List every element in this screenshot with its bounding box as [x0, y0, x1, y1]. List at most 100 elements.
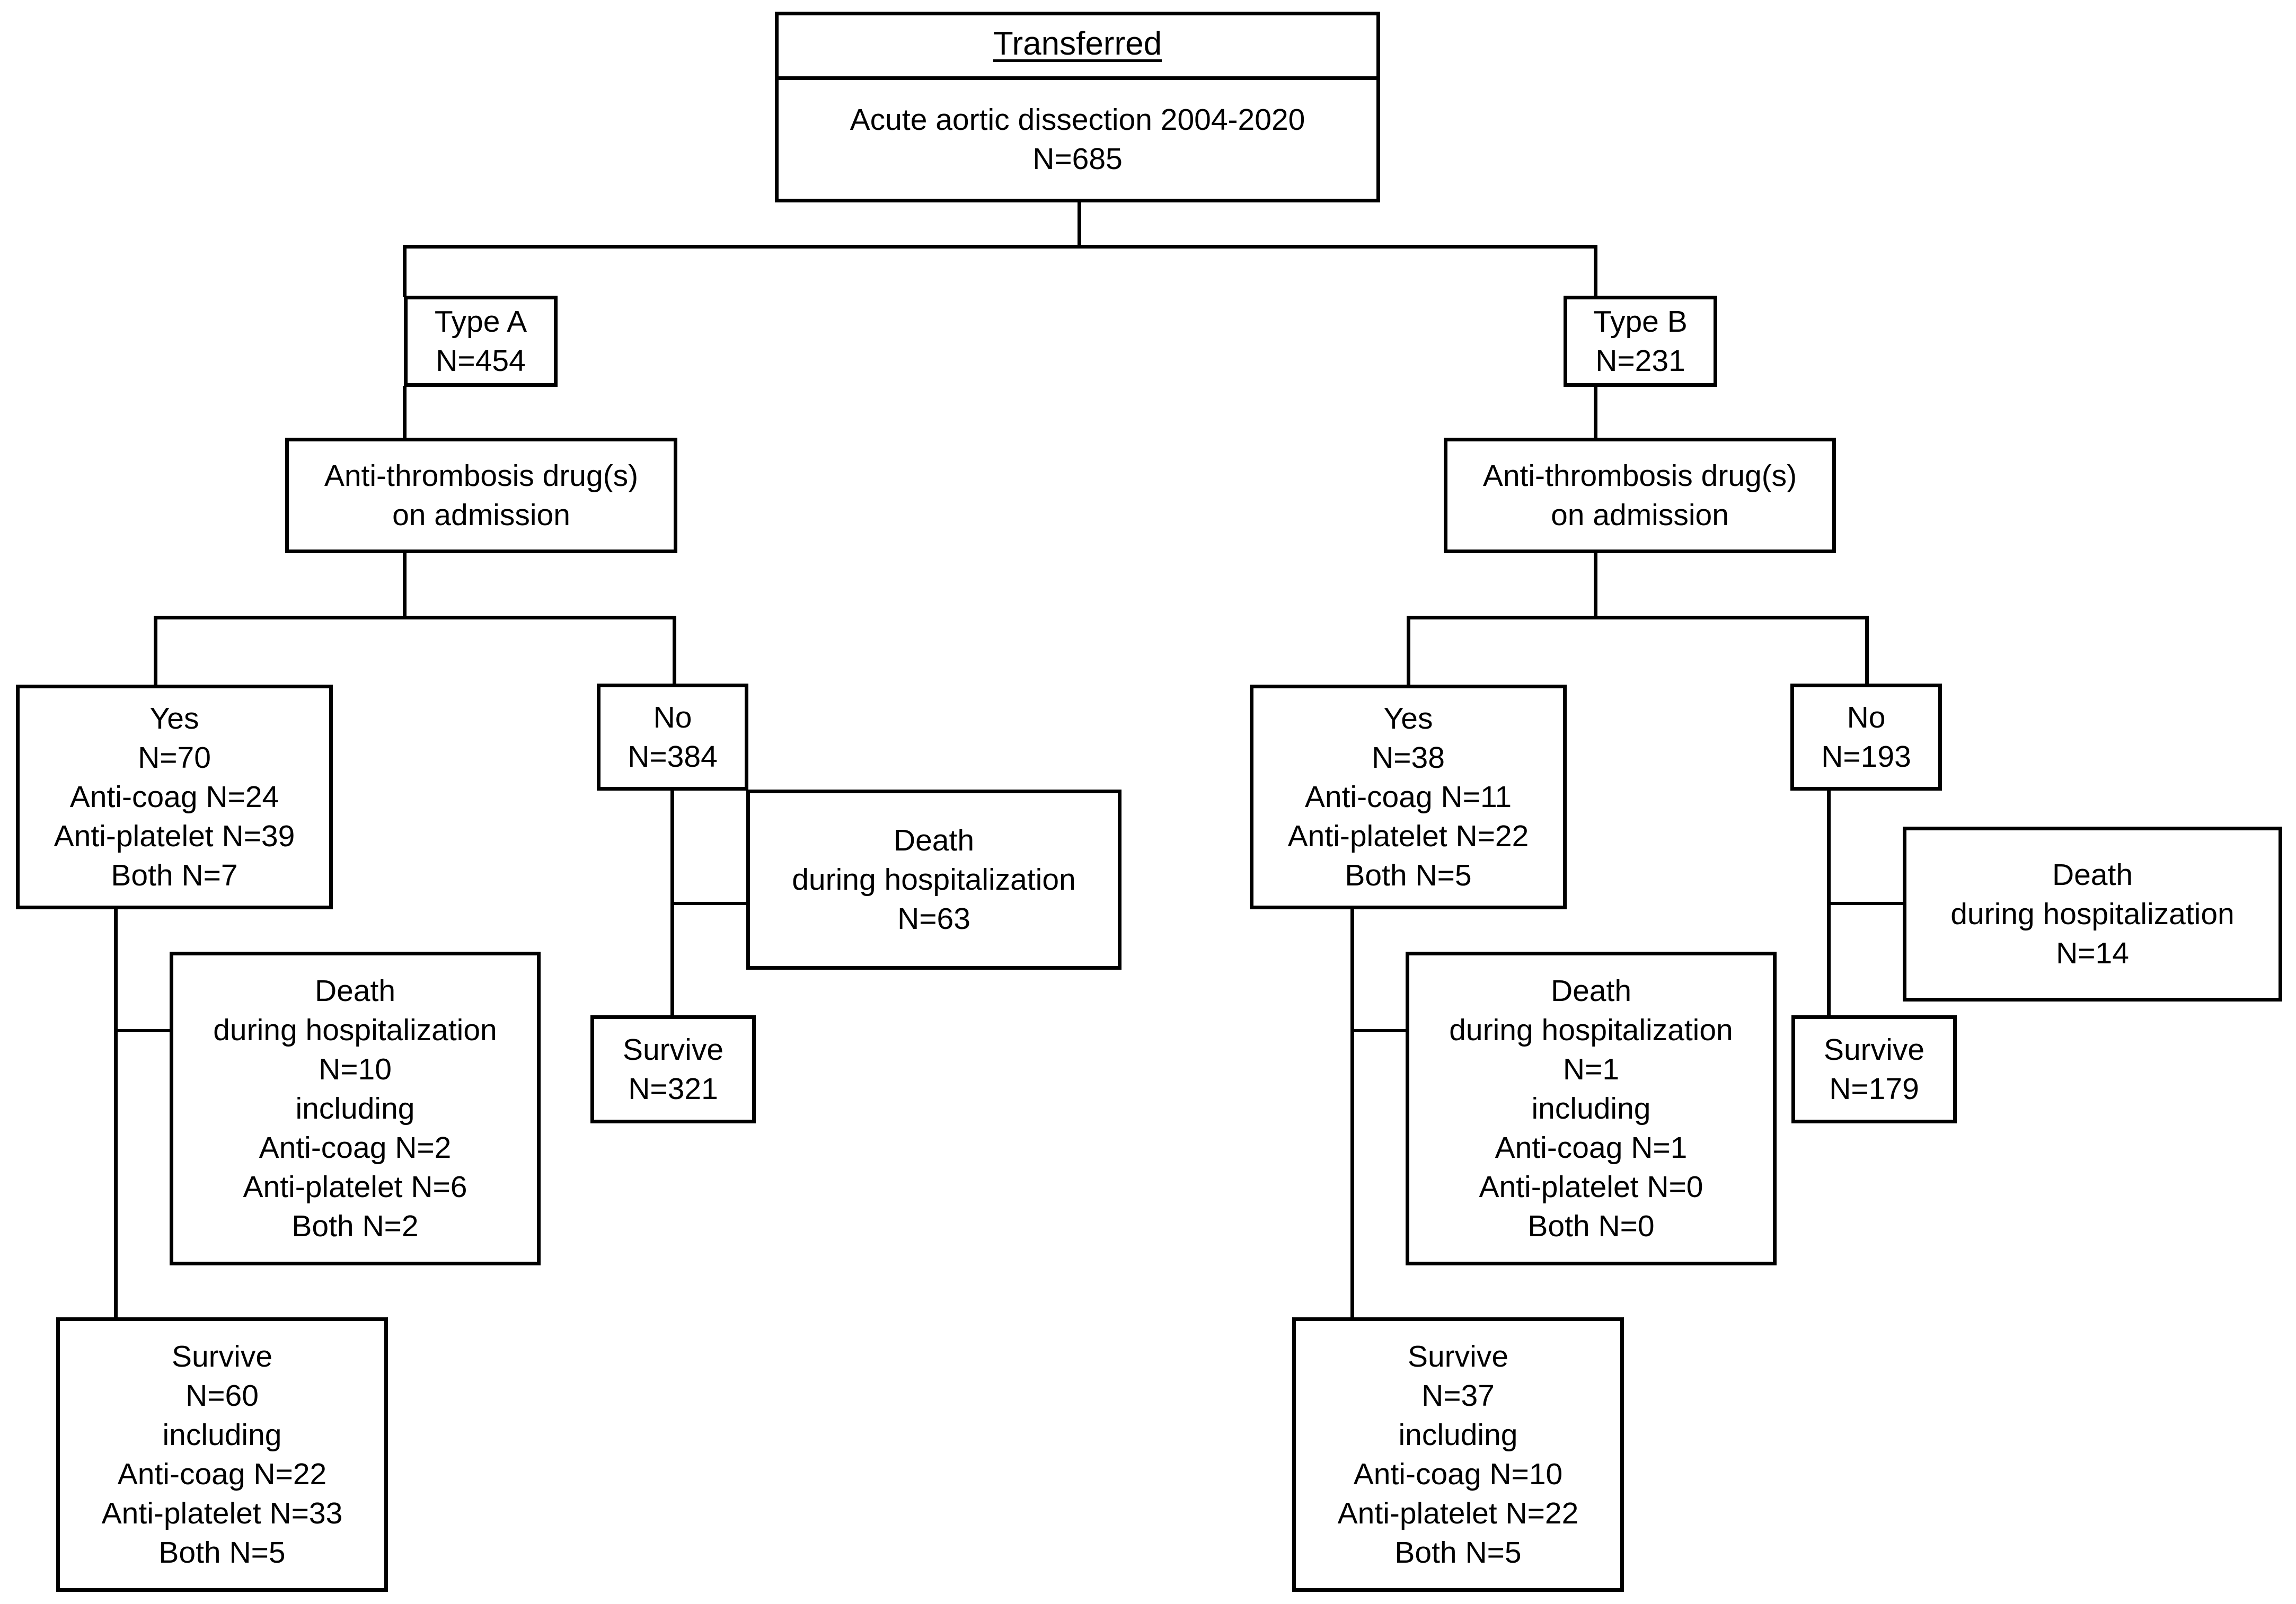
type-b-drug-line-1: Anti-thrombosis drug(s): [1482, 458, 1797, 493]
connector-type-a-split-bar: [154, 616, 676, 619]
node-type-b-no-survive[interactable]: Survive N=179: [1791, 1015, 1957, 1123]
connector-type-b-to-drug: [1594, 386, 1597, 439]
type-b-no-death-sub: during hospitalization: [1950, 897, 2235, 931]
type-b-yes-label: Yes: [1383, 701, 1433, 735]
node-type-b-no[interactable]: No N=193: [1790, 684, 1942, 791]
connector-type-b-split-bar: [1407, 616, 1869, 619]
type-a-yes-both: Both N=7: [111, 858, 238, 893]
connector-type-b-yes-to-death: [1350, 1029, 1409, 1032]
type-a-no-label: No: [653, 700, 692, 734]
type-a-drug-line-1: Anti-thrombosis drug(s): [324, 458, 639, 493]
type-b-yes-death-count: N=1: [1562, 1052, 1620, 1086]
node-type-b-yes-survive[interactable]: Survive N=37 including Anti-coag N=10 An…: [1292, 1317, 1624, 1592]
type-b-no-death-label: Death: [2052, 857, 2133, 892]
type-b-yes-survive-count: N=37: [1421, 1378, 1495, 1413]
connector-type-a-to-yes: [154, 616, 157, 687]
type-b-no-survive-count: N=179: [1829, 1072, 1919, 1106]
type-a-no-death-count: N=63: [897, 902, 970, 936]
node-type-a-drug-on-admission[interactable]: Anti-thrombosis drug(s) on admission: [285, 438, 677, 553]
type-a-yes-survive-anticoag: Anti-coag N=22: [117, 1457, 327, 1491]
connector-type-b-to-yes: [1407, 616, 1410, 687]
type-a-no-death-sub: during hospitalization: [792, 862, 1076, 897]
connector-type-b-yes-trunk: [1350, 907, 1354, 1319]
type-a-no-count: N=384: [628, 740, 718, 774]
type-a-yes-death-sub: during hospitalization: [213, 1013, 497, 1047]
connector-type-b-no-to-death: [1827, 902, 1905, 905]
type-b-yes-death-sub: during hospitalization: [1449, 1013, 1733, 1047]
type-b-no-label: No: [1847, 700, 1886, 734]
type-a-yes-death-including: including: [295, 1091, 415, 1126]
type-a-yes-antiplatelet: Anti-platelet N=39: [54, 819, 295, 854]
connector-type-a-yes-to-death: [114, 1029, 172, 1032]
type-b-drug-line-2: on admission: [1551, 498, 1729, 532]
type-b-label: Type B: [1593, 304, 1688, 339]
page-title: Transferred: [993, 25, 1162, 62]
node-type-b[interactable]: Type B N=231: [1564, 296, 1717, 387]
type-b-yes-antiplatelet: Anti-platelet N=22: [1287, 819, 1529, 854]
root-line-1: Acute aortic dissection 2004-2020: [850, 102, 1305, 137]
type-b-no-count: N=193: [1821, 740, 1911, 774]
connector-type-b-drug-stem: [1594, 551, 1597, 619]
type-b-yes-survive-antiplatelet: Anti-platelet N=22: [1337, 1496, 1579, 1531]
type-a-drug-line-2: on admission: [392, 498, 570, 532]
connector-root-to-type-b: [1594, 245, 1597, 297]
type-a-yes-survive-count: N=60: [186, 1378, 259, 1413]
type-a-count: N=454: [436, 344, 526, 378]
node-type-b-drug-on-admission[interactable]: Anti-thrombosis drug(s) on admission: [1444, 438, 1836, 553]
root-line-2: N=685: [1032, 141, 1123, 176]
type-a-yes-survive-label: Survive: [171, 1339, 273, 1373]
connector-type-a-yes-trunk: [114, 907, 118, 1319]
node-type-a-yes[interactable]: Yes N=70 Anti-coag N=24 Anti-platelet N=…: [16, 685, 333, 909]
type-a-yes-survive-including: including: [162, 1417, 282, 1452]
root-body: Acute aortic dissection 2004-2020 N=685: [779, 80, 1376, 199]
type-a-yes-survive-antiplatelet: Anti-platelet N=33: [101, 1496, 343, 1531]
type-b-yes-survive-both: Both N=5: [1394, 1536, 1522, 1570]
connector-root-stem: [1078, 200, 1081, 248]
node-type-b-yes-death[interactable]: Death during hospitalization N=1 includi…: [1406, 952, 1777, 1265]
type-a-yes-death-anticoag: Anti-coag N=2: [259, 1131, 452, 1165]
node-type-a-yes-survive[interactable]: Survive N=60 including Anti-coag N=22 An…: [56, 1317, 388, 1592]
type-b-count: N=231: [1595, 344, 1685, 378]
node-root-transferred[interactable]: Transferred Acute aortic dissection 2004…: [775, 12, 1380, 202]
type-a-no-death-label: Death: [893, 823, 975, 857]
type-b-yes-death-anticoag: Anti-coag N=1: [1495, 1131, 1688, 1165]
type-a-yes-death-both: Both N=2: [292, 1209, 419, 1244]
connector-root-to-type-a: [403, 245, 407, 297]
type-b-yes-count: N=38: [1372, 740, 1445, 775]
type-b-yes-both: Both N=5: [1345, 858, 1472, 893]
node-type-a[interactable]: Type A N=454: [404, 296, 558, 387]
node-type-a-no-death[interactable]: Death during hospitalization N=63: [746, 790, 1121, 970]
type-b-yes-death-antiplatelet: Anti-platelet N=0: [1479, 1170, 1703, 1204]
connector-root-split-bar: [403, 245, 1597, 249]
type-a-no-survive-label: Survive: [622, 1032, 724, 1067]
type-a-yes-count: N=70: [138, 740, 211, 775]
type-a-yes-label: Yes: [149, 701, 199, 735]
type-a-yes-death-label: Death: [314, 973, 396, 1008]
type-b-yes-death-both: Both N=0: [1527, 1209, 1655, 1244]
type-b-yes-death-including: including: [1531, 1091, 1651, 1126]
type-a-yes-death-antiplatelet: Anti-platelet N=6: [243, 1170, 467, 1204]
type-a-label: Type A: [434, 304, 527, 339]
type-b-yes-survive-including: including: [1398, 1417, 1518, 1452]
connector-type-b-to-no: [1865, 616, 1869, 685]
node-type-b-yes[interactable]: Yes N=38 Anti-coag N=11 Anti-platelet N=…: [1250, 685, 1567, 909]
type-b-no-survive-label: Survive: [1823, 1032, 1925, 1067]
node-type-a-yes-death[interactable]: Death during hospitalization N=10 includ…: [170, 952, 541, 1265]
type-a-no-survive-count: N=321: [628, 1072, 718, 1106]
connector-type-a-to-drug: [403, 386, 407, 439]
node-type-b-no-death[interactable]: Death during hospitalization N=14: [1903, 827, 2282, 1002]
connector-type-a-no-to-death: [670, 902, 749, 905]
connector-type-a-drug-stem: [403, 551, 407, 619]
root-header: Transferred: [779, 15, 1376, 80]
node-type-a-no-survive[interactable]: Survive N=321: [590, 1015, 756, 1123]
type-a-yes-death-count: N=10: [319, 1052, 392, 1086]
type-a-yes-survive-both: Both N=5: [158, 1536, 286, 1570]
type-b-yes-anticoag: Anti-coag N=11: [1304, 779, 1512, 814]
type-b-yes-death-label: Death: [1550, 973, 1632, 1008]
connector-type-a-to-no: [673, 616, 676, 685]
type-b-yes-survive-label: Survive: [1407, 1339, 1509, 1373]
node-type-a-no[interactable]: No N=384: [597, 684, 748, 791]
type-b-no-death-count: N=14: [2056, 936, 2129, 971]
type-b-yes-survive-anticoag: Anti-coag N=10: [1353, 1457, 1563, 1491]
type-a-yes-anticoag: Anti-coag N=24: [69, 779, 279, 814]
